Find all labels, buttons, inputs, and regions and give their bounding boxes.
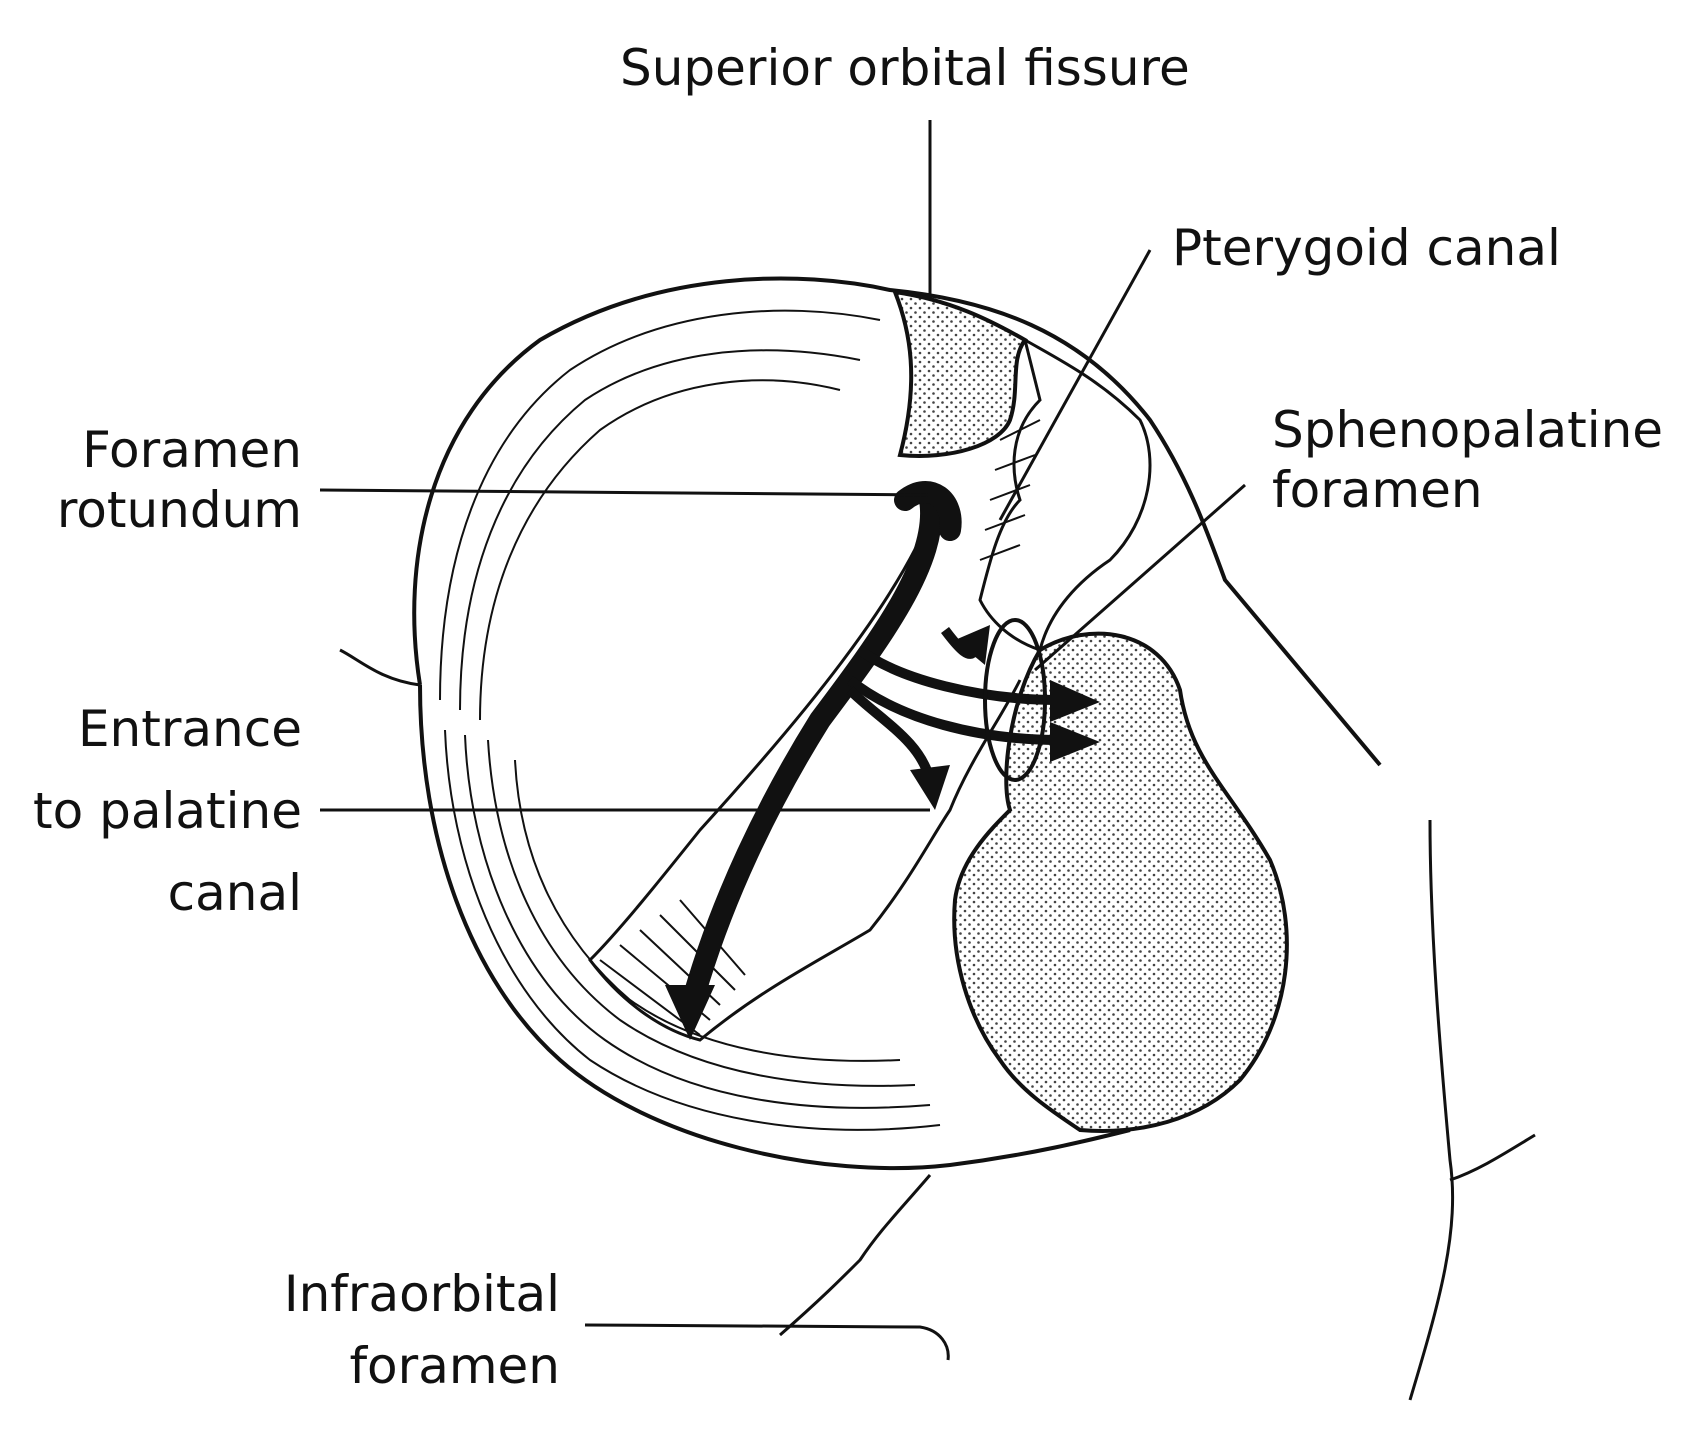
pterygoid-canal-arrowhead <box>955 625 990 665</box>
label-foramen-rotundum: Foramen rotundum <box>30 420 302 540</box>
palatine-canal-shading <box>599 899 746 1036</box>
palatine-descending-arrow <box>846 686 935 782</box>
label-superior-orbital-fissure: Superior orbital fissure <box>620 38 1190 98</box>
inferior-fissure-line <box>779 1174 932 1337</box>
sphenopalatine-arrowhead-upper <box>1050 680 1100 722</box>
pterygoid-plate <box>978 336 1152 652</box>
superior-orbital-fissure-region <box>891 289 1028 458</box>
leader-lines <box>319 120 1246 1361</box>
leader-sphenopalatine-foramen <box>1034 483 1246 672</box>
label-infraorbital-line2: foramen <box>349 1337 560 1395</box>
palatine-descending-arrowhead <box>910 765 950 810</box>
label-sphenopalatine-line2: foramen <box>1272 461 1483 519</box>
pterygoid-hatch <box>979 419 1041 561</box>
label-entrance-palatine-canal: Entrance to palatine canal <box>20 688 302 934</box>
leader-infraorbital-foramen <box>584 1323 950 1361</box>
label-pterygoid-canal-text: Pterygoid canal <box>1172 219 1561 277</box>
label-foramen-rotundum-line1: Foramen <box>82 421 302 479</box>
label-pterygoid-canal: Pterygoid canal <box>1172 218 1561 278</box>
label-foramen-rotundum-line2: rotundum <box>56 481 302 539</box>
right-margin-line <box>1408 819 1455 1401</box>
label-entrance-line1: Entrance <box>77 700 302 758</box>
orbital-wall-hatching <box>439 309 941 1131</box>
label-sphenopalatine-foramen: Sphenopalatine foramen <box>1272 400 1663 520</box>
label-entrance-line3: canal <box>167 864 302 922</box>
leader-pterygoid-canal <box>998 249 1152 521</box>
sphenopalatine-arrow-lower <box>846 676 1061 745</box>
foramen-rotundum-arrowhead <box>665 985 715 1040</box>
foramen-rotundum-arrow <box>679 489 943 1021</box>
label-sphenopalatine-line1: Sphenopalatine <box>1272 401 1664 459</box>
label-infraorbital-foramen: Infraorbital foramen <box>240 1258 560 1402</box>
label-entrance-line2: to palatine <box>33 782 302 840</box>
palatine-canal-groove <box>588 504 1022 1042</box>
sphenopalatine-arrow-upper <box>857 645 1061 705</box>
sphenopalatine-foramen-ring <box>983 618 1047 782</box>
right-branch-line <box>1449 1133 1536 1182</box>
left-edge-line <box>339 648 421 687</box>
label-superior-orbital-fissure-text: Superior orbital fissure <box>620 39 1190 97</box>
orbit-outline <box>412 276 1382 767</box>
sphenopalatine-arrowhead-lower <box>1050 722 1100 762</box>
leader-foramen-rotundum <box>319 488 931 497</box>
label-infraorbital-line1: Infraorbital <box>283 1265 560 1323</box>
orbit-outline-lower <box>418 684 1131 1171</box>
